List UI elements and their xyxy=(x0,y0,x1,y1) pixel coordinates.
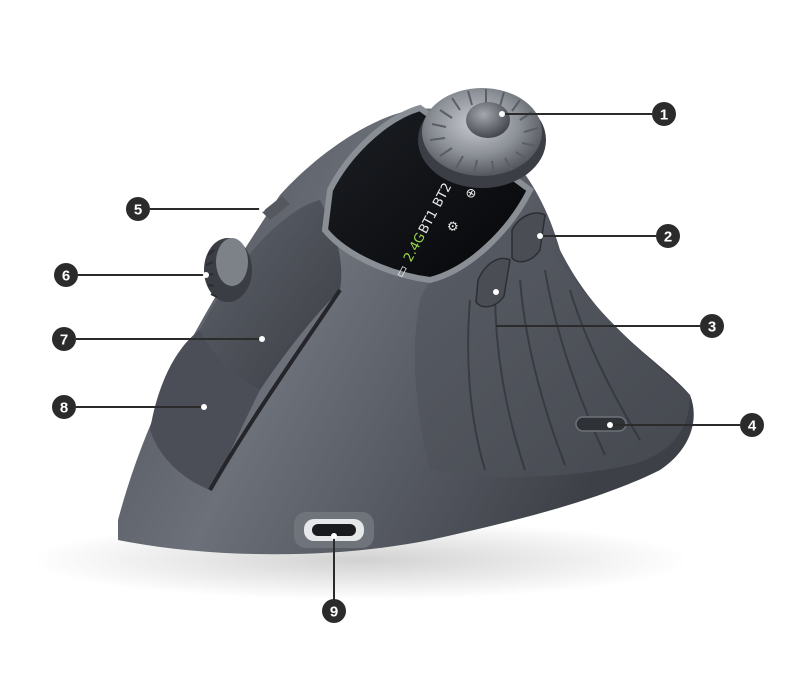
callout-3: 3 xyxy=(700,314,724,338)
svg-text:7: 7 xyxy=(60,332,68,349)
side-button-seam xyxy=(208,288,342,491)
callout-4: 4 xyxy=(740,413,764,437)
svg-text:8: 8 xyxy=(60,400,68,417)
callout-7: 7 xyxy=(52,327,76,351)
top-scroll-dial[interactable] xyxy=(418,88,546,188)
usb-c-port xyxy=(294,512,374,548)
callout-5: 5 xyxy=(126,197,150,221)
callout-1: 1 xyxy=(652,102,676,126)
upper-side-button[interactable] xyxy=(511,212,546,263)
callout-lines xyxy=(76,113,740,600)
callout-6: 6 xyxy=(54,263,78,287)
top-edge-button[interactable] xyxy=(262,196,290,220)
svg-text:3: 3 xyxy=(708,319,716,336)
oled-screen xyxy=(321,104,534,284)
callout-8: 8 xyxy=(52,395,76,419)
svg-text:2: 2 xyxy=(664,229,672,246)
grip-grooves xyxy=(467,269,641,471)
svg-text:5: 5 xyxy=(134,202,142,219)
svg-text:1: 1 xyxy=(660,107,668,124)
svg-text:9: 9 xyxy=(330,604,338,621)
callout-9: 9 xyxy=(322,599,346,623)
callout-dots xyxy=(201,111,613,539)
lower-side-button[interactable] xyxy=(475,257,511,308)
button-7-surface[interactable] xyxy=(200,200,342,390)
svg-text:6: 6 xyxy=(62,268,70,285)
callout-2: 2 xyxy=(656,224,680,248)
button-8-surface[interactable] xyxy=(150,330,260,490)
svg-text:4: 4 xyxy=(748,418,757,435)
scroll-wheel[interactable] xyxy=(204,238,252,302)
